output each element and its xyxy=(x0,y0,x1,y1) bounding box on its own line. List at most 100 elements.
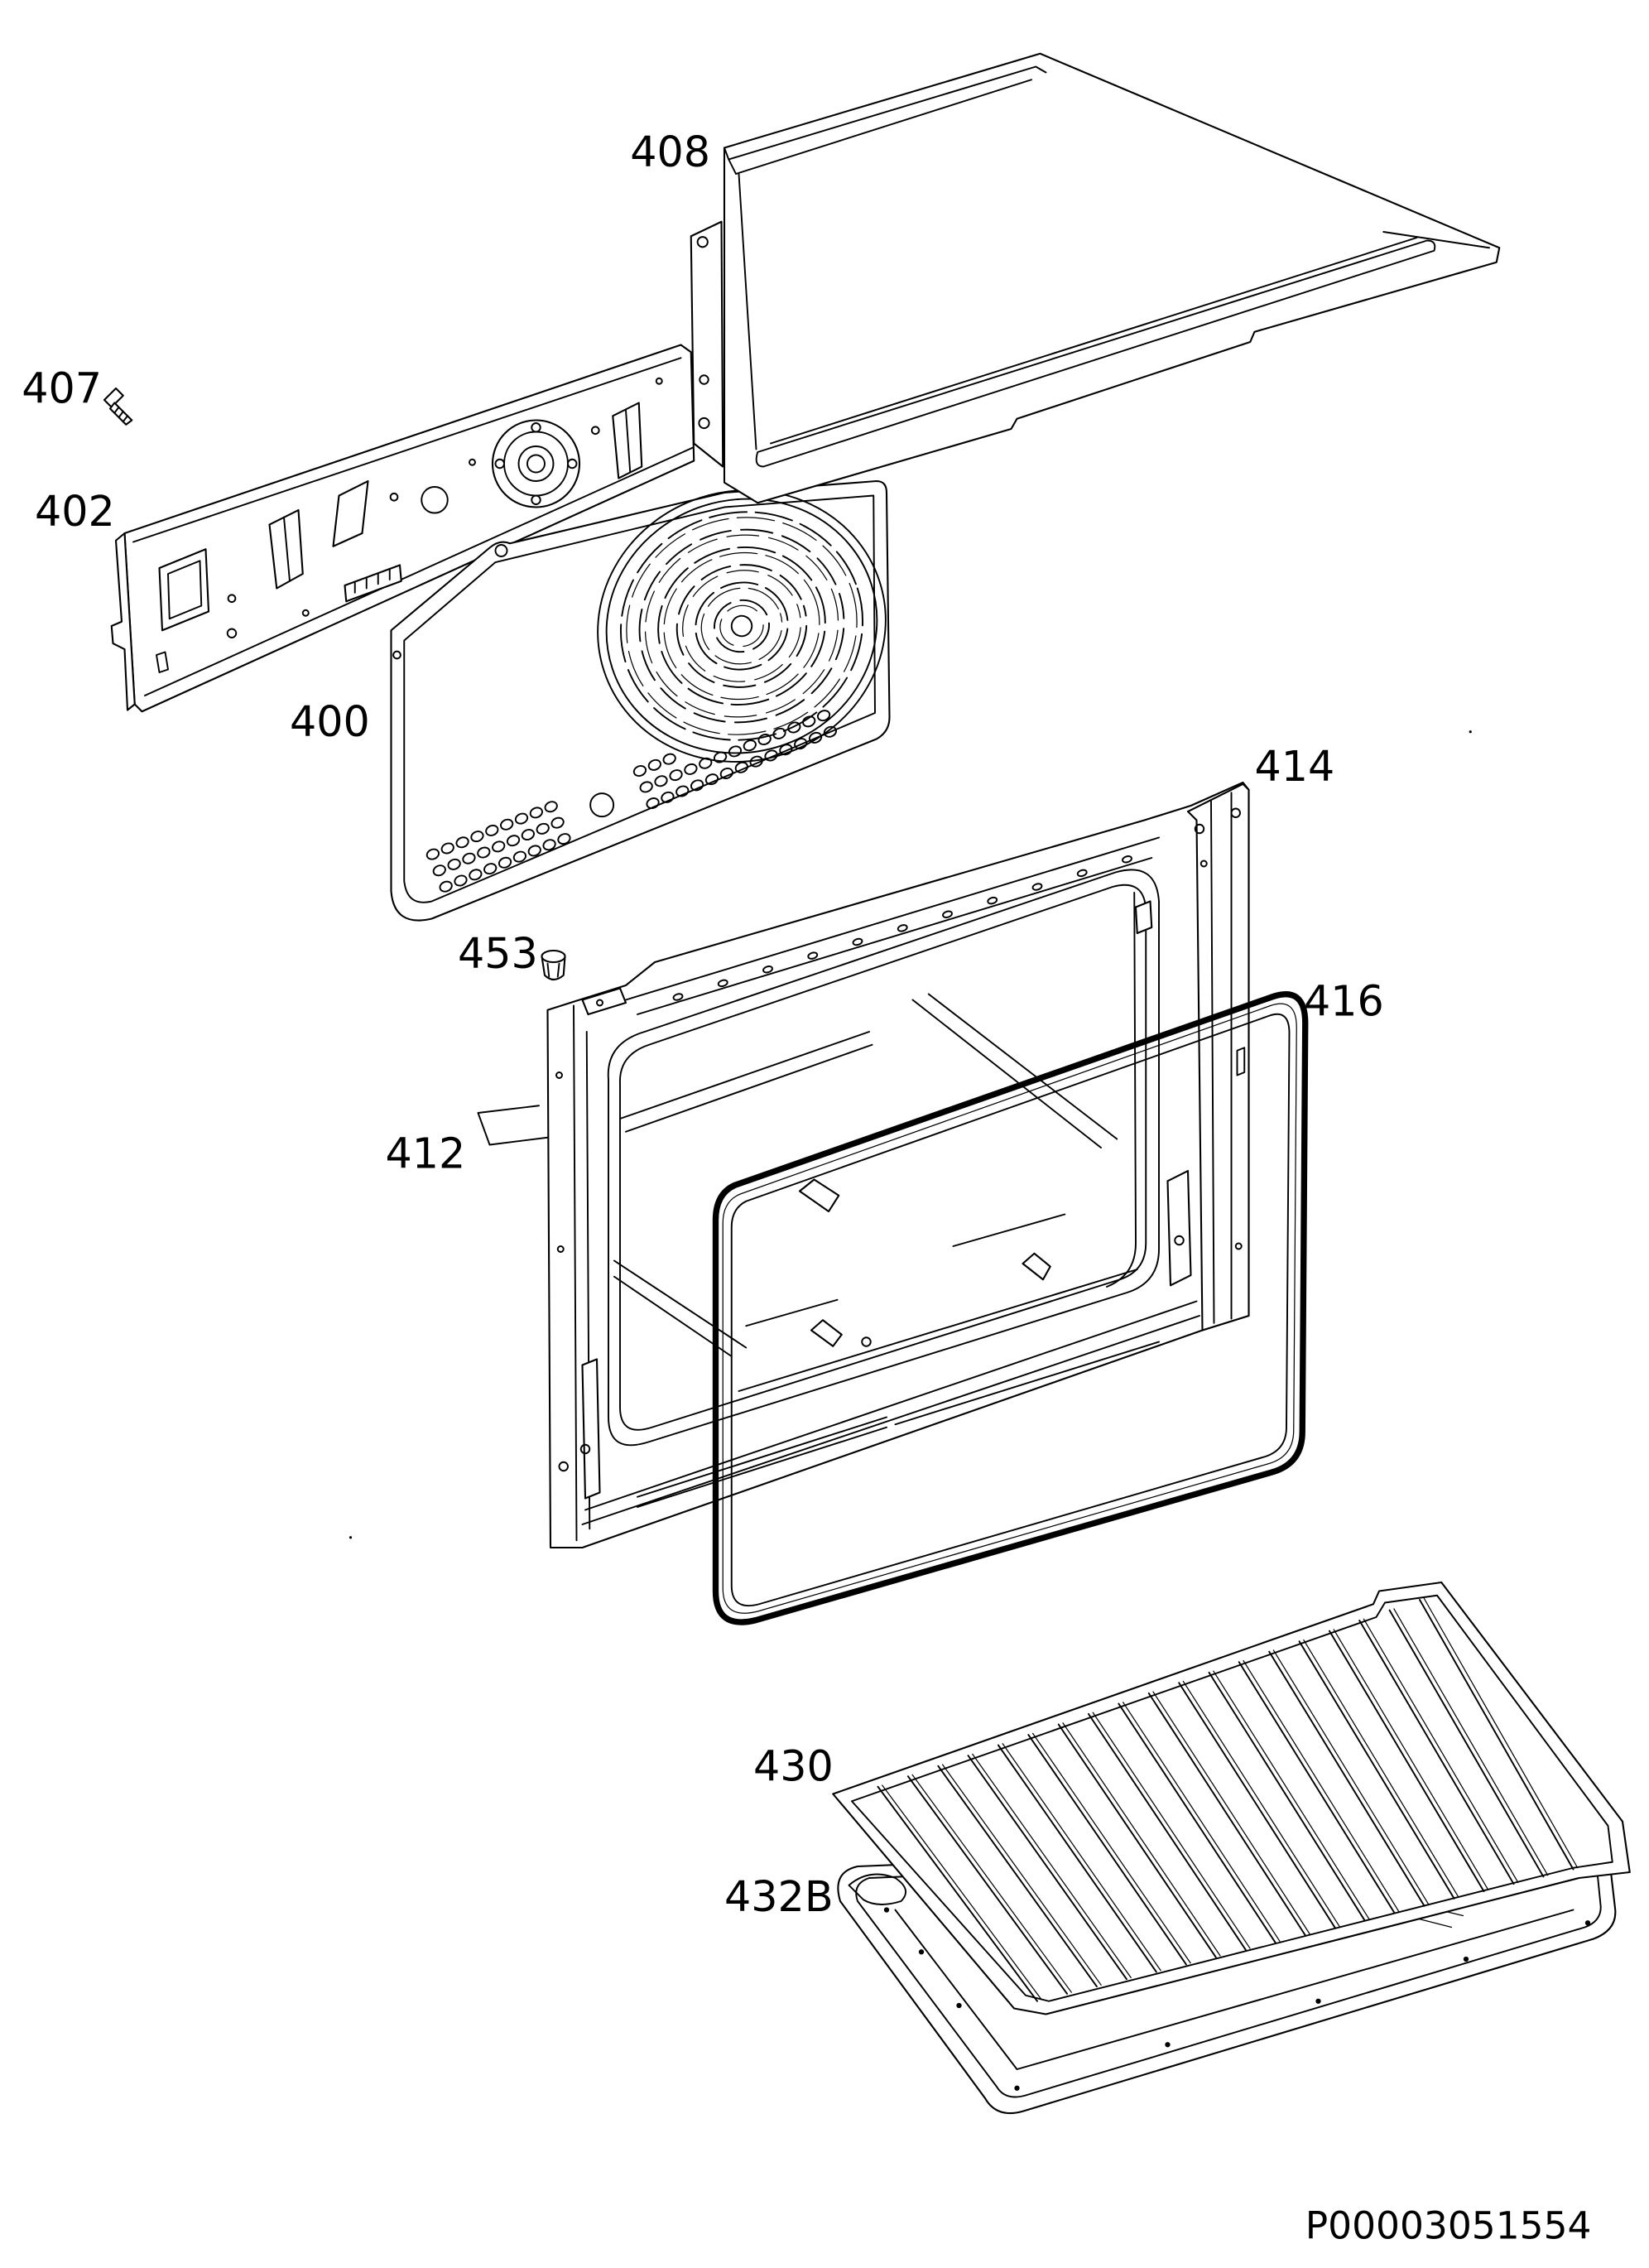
ventilation-hole xyxy=(440,842,454,855)
tray-corner-recess xyxy=(848,1873,907,1905)
ventilation-hole xyxy=(661,791,675,803)
cavity-right-shelf-guide xyxy=(911,993,1118,1148)
ventilation-hole xyxy=(500,818,514,831)
cavity-hinge-slot-right xyxy=(1166,1169,1192,1287)
rear-panel-hole xyxy=(469,458,476,466)
ventilation-hole xyxy=(749,755,763,768)
cavity-hinge-slot-left xyxy=(581,1358,601,1500)
shelf-slat xyxy=(1298,1640,1455,1900)
fan-grille-slot-ring-edge xyxy=(663,551,820,701)
back-wall-outline xyxy=(390,479,891,922)
top-panel-front-rib-inner xyxy=(770,237,1418,445)
ventilation-hole xyxy=(713,751,728,763)
ventilation-hole xyxy=(675,785,690,797)
shelf-slat xyxy=(997,1744,1157,1973)
cavity-shelf-stop-tab xyxy=(1022,1252,1051,1281)
tray-rivet xyxy=(1315,1998,1321,2004)
shelf-slat xyxy=(877,1785,1038,2002)
rail-hole xyxy=(1031,883,1043,891)
cap-top xyxy=(541,949,566,964)
tray-rivet xyxy=(1165,2042,1171,2048)
tray-floor-edge xyxy=(894,1909,1574,2070)
shelf-slat xyxy=(1118,1702,1276,1944)
shelf-inner-frame xyxy=(851,1594,1613,2002)
fan-grille xyxy=(597,489,887,763)
fan-grille-slot-ring-edge xyxy=(682,570,801,682)
cavity-lower-shelf-guide xyxy=(613,1259,748,1357)
callout-430: 430 xyxy=(753,1742,834,1791)
callout-400: 400 xyxy=(290,697,370,746)
frame-upright-hole xyxy=(1194,823,1205,835)
shelf-slat xyxy=(1238,1661,1396,1914)
cavity-shelf-stop-tab xyxy=(798,1178,840,1213)
cavity-left-upright-hole xyxy=(556,1245,565,1253)
rail-hole xyxy=(807,951,819,960)
tray-rivet xyxy=(956,2002,962,2009)
rear-panel-small-slot xyxy=(156,651,169,673)
cavity-right-clip xyxy=(1134,900,1153,935)
ventilation-hole xyxy=(654,775,668,787)
shelf-slat-highlight xyxy=(1152,1691,1310,1934)
ventilation-hole xyxy=(542,839,556,851)
cavity-upper-shelf-ridge xyxy=(619,1031,873,1133)
top-panel-plate xyxy=(723,52,1501,504)
tray-rim-rivets xyxy=(883,1907,1591,2091)
drawing-code: P00003051554 xyxy=(1305,2204,1592,2248)
ventilation-hole xyxy=(734,761,748,773)
cavity-left-upright-line xyxy=(573,1004,578,1542)
cap-part-453 xyxy=(541,949,566,981)
motor-mount-hub xyxy=(517,445,555,482)
motor-mount-lug-right xyxy=(567,458,578,469)
ventilation-hole xyxy=(447,858,461,870)
cavity-floor-hole xyxy=(861,1336,872,1347)
rear-panel-louver-right-edge xyxy=(625,409,632,474)
fan-grille-slot-ring-edge xyxy=(700,587,783,665)
rail-hole xyxy=(852,937,863,946)
cavity-shelf-stop-tab xyxy=(810,1319,843,1347)
cavity-bracket-hole xyxy=(596,999,603,1007)
back-wall-side-hole xyxy=(392,650,401,660)
shelf-slat-highlight xyxy=(1243,1659,1400,1913)
cavity-bottom-strip xyxy=(581,1300,1200,1525)
callout-453: 453 xyxy=(458,929,538,978)
callout-407: 407 xyxy=(22,364,102,413)
fan-grille-slot-ring xyxy=(675,564,808,688)
rear-panel-part-402 xyxy=(110,344,695,713)
shelf-slat xyxy=(967,1755,1127,1981)
rear-panel-upper-fold-line xyxy=(132,357,682,543)
rear-panel-louver-left-edge xyxy=(283,516,291,582)
cavity-bottom-channel xyxy=(637,1341,1160,1508)
rear-panel-slot xyxy=(332,479,369,547)
rail-hole xyxy=(1122,855,1132,864)
rear-panel-terminal-pins xyxy=(353,568,391,594)
top-panel-rear-lip-end xyxy=(724,147,737,175)
top-panel-left-rib xyxy=(738,173,757,450)
motor-mount-lug-left xyxy=(494,458,505,469)
frame-upright-hole xyxy=(1234,1242,1243,1250)
stray-mark xyxy=(349,1536,353,1539)
frame-upright-slot xyxy=(1236,1047,1246,1076)
ventilation-hole xyxy=(684,763,698,775)
ventilation-hole xyxy=(527,845,541,857)
tray-rivet xyxy=(918,1949,925,1955)
cavity-front-opening-inner xyxy=(619,884,1147,1431)
ventilation-hole xyxy=(639,781,653,793)
back-wall-ventilation-holes xyxy=(425,710,838,893)
cavity-hinge-pin-right xyxy=(1174,1235,1185,1246)
callout-labels: 408 407 402 400 414 453 416 412 430 432B xyxy=(22,128,1384,1921)
rail-hole xyxy=(897,924,908,932)
rear-panel-hole xyxy=(389,492,399,502)
rail-hole xyxy=(717,979,728,988)
tray-rivet xyxy=(1463,1956,1469,1962)
cavity-hinge-pin-left xyxy=(579,1443,591,1455)
ventilation-hole xyxy=(662,753,676,765)
ventilation-hole xyxy=(743,739,757,752)
shelf-slat xyxy=(1419,1599,1574,1871)
rail-hole xyxy=(672,993,684,1001)
ventilation-hole xyxy=(647,758,661,771)
ventilation-hole xyxy=(823,725,838,738)
frame-upright-hole xyxy=(1199,860,1208,868)
cavity-side-rail-left xyxy=(477,1105,549,1146)
ventilation-hole xyxy=(483,863,498,875)
motor-mount-bore xyxy=(526,454,546,474)
